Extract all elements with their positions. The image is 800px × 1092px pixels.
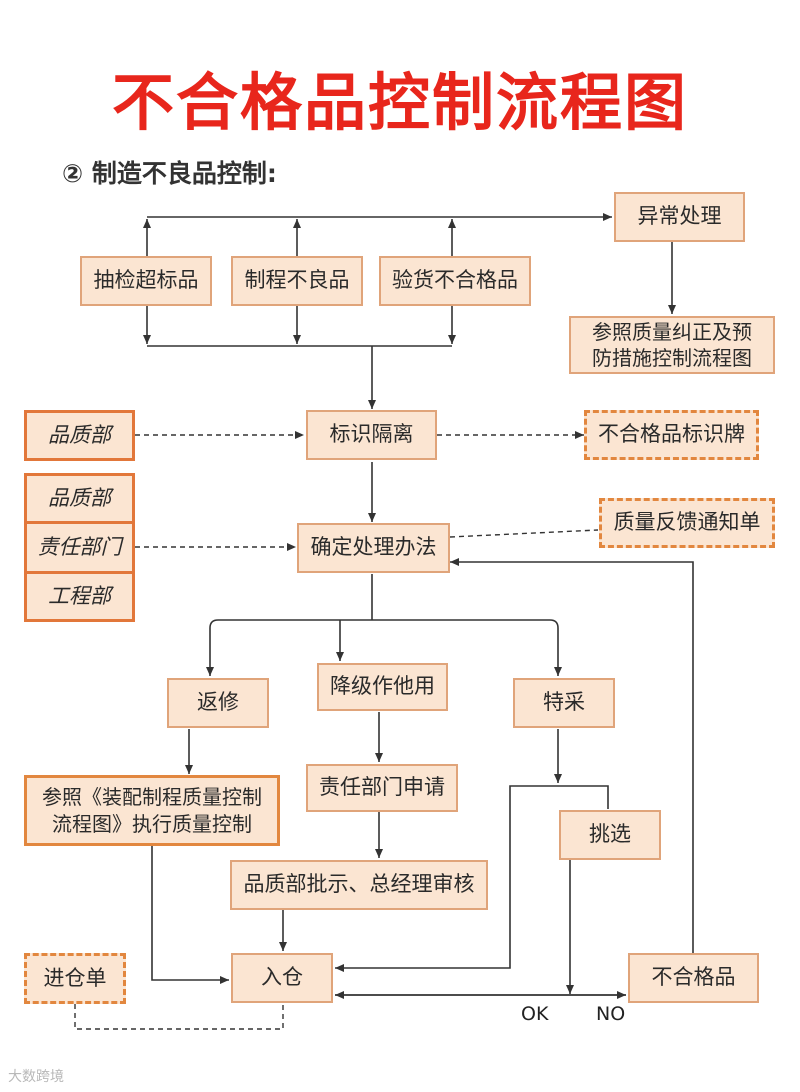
connector-split-rework <box>206 619 372 676</box>
node-receiving-nonconforming: 验货不合格品 <box>379 256 531 306</box>
node-selection: 挑选 <box>559 810 661 860</box>
node-nonconforming: 不合格品 <box>628 953 759 1003</box>
node-process-defect: 制程不良品 <box>231 256 363 306</box>
label-no: NO <box>596 1003 626 1025</box>
node-special-acceptance: 特采 <box>513 678 615 728</box>
node-downgrade: 降级作他用 <box>317 663 448 711</box>
dept-quality: 品质部 <box>24 473 135 524</box>
node-decide-handling: 确定处理办法 <box>297 523 450 573</box>
node-dept-application: 责任部门申请 <box>306 764 458 812</box>
dashed-slip-warehouse <box>74 1004 284 1030</box>
dashed-decide-feedback <box>449 529 599 538</box>
doc-warehouse-slip: 进仓单 <box>24 953 126 1004</box>
connector-ref-warehouse <box>151 846 229 984</box>
node-rework: 返修 <box>167 678 269 728</box>
node-identify-isolate: 标识隔离 <box>306 410 437 460</box>
doc-nonconforming-tag: 不合格品标识牌 <box>584 410 759 460</box>
connector-nonconforming-decide <box>450 558 694 953</box>
connector-ok-loop <box>335 785 609 972</box>
node-sampling-overlimit: 抽检超标品 <box>80 256 212 306</box>
node-approval: 品质部批示、总经理审核 <box>230 860 488 910</box>
dept-quality-top: 品质部 <box>24 410 135 461</box>
connector-split-special <box>372 619 562 676</box>
label-ok: OK <box>521 1003 549 1025</box>
node-abnormal-handling: 异常处理 <box>614 192 745 242</box>
watermark-text: 大数跨境 <box>8 1069 64 1085</box>
dept-engineering: 工程部 <box>24 571 135 622</box>
dept-responsible: 责任部门 <box>24 521 135 574</box>
doc-quality-feedback: 质量反馈通知单 <box>599 498 775 548</box>
page-title: 不合格品控制流程图 <box>111 66 688 139</box>
node-corrective-reference: 参照质量纠正及预 防措施控制流程图 <box>569 316 775 374</box>
node-warehouse: 入仓 <box>231 953 333 1003</box>
node-assembly-reference: 参照《装配制程质量控制 流程图》执行质量控制 <box>24 775 280 846</box>
section-subtitle: ② 制造不良品控制: <box>62 159 277 188</box>
